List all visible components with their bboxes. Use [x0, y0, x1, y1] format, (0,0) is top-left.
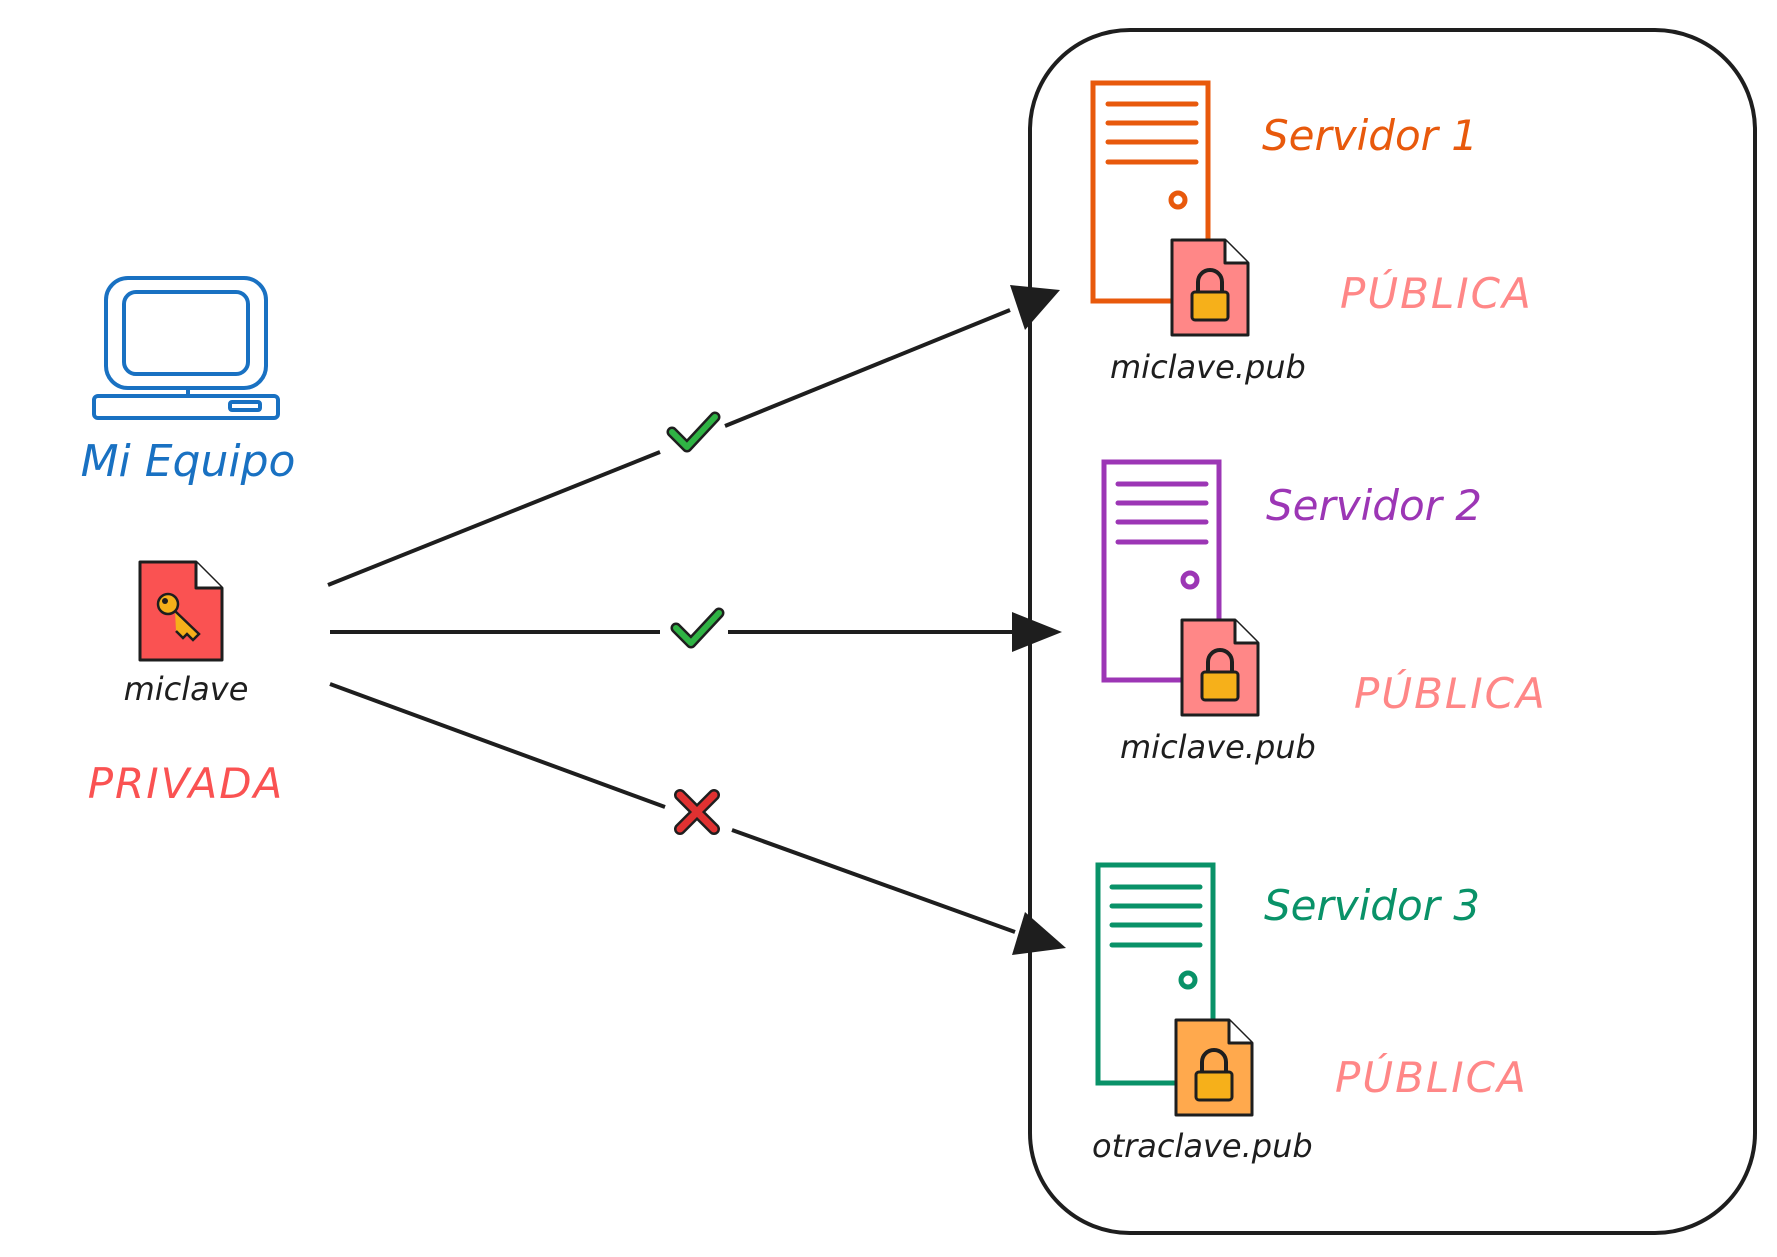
server-3-lock-file-icon [1174, 1018, 1254, 1117]
server-2-file: miclave.pub [1120, 728, 1316, 766]
server-1-key-type: PÚBLICA [1340, 268, 1533, 318]
key-icon [156, 592, 201, 642]
cross-icon-server-3 [674, 789, 720, 835]
arrowhead-server-2 [1012, 612, 1062, 652]
private-key-type: PRIVADA [88, 759, 285, 808]
server-2-name: Servidor 2 [1266, 481, 1482, 530]
server-1-file: miclave.pub [1110, 348, 1306, 386]
server-2-tower-icon [1101, 459, 1222, 683]
server-2-lock-file-icon [1180, 618, 1260, 717]
check-icon-server-1-fill [669, 414, 718, 450]
server-2-key-type: PÚBLICA [1354, 668, 1547, 718]
server-1-name: Servidor 1 [1262, 111, 1478, 160]
arrow-to-server-1 [327, 308, 1011, 587]
client-label: Mi Equipo [81, 436, 296, 487]
private-key-file-icon [138, 560, 224, 662]
check-icon-server-2-fill [673, 610, 722, 646]
arrow-to-server-3 [329, 682, 1016, 934]
server-3-name: Servidor 3 [1264, 881, 1480, 930]
private-key-filename: miclave [124, 670, 249, 708]
computer-icon [92, 276, 280, 420]
server-3-tower-icon [1095, 862, 1216, 1086]
server-3-key-type: PÚBLICA [1335, 1052, 1528, 1102]
arrowhead-server-3 [1012, 912, 1066, 955]
server-1-lock-file-icon [1170, 238, 1250, 337]
server-1-tower-icon [1090, 80, 1211, 304]
server-3-file: otraclave.pub [1092, 1127, 1313, 1165]
arrowhead-server-1 [1010, 285, 1060, 330]
